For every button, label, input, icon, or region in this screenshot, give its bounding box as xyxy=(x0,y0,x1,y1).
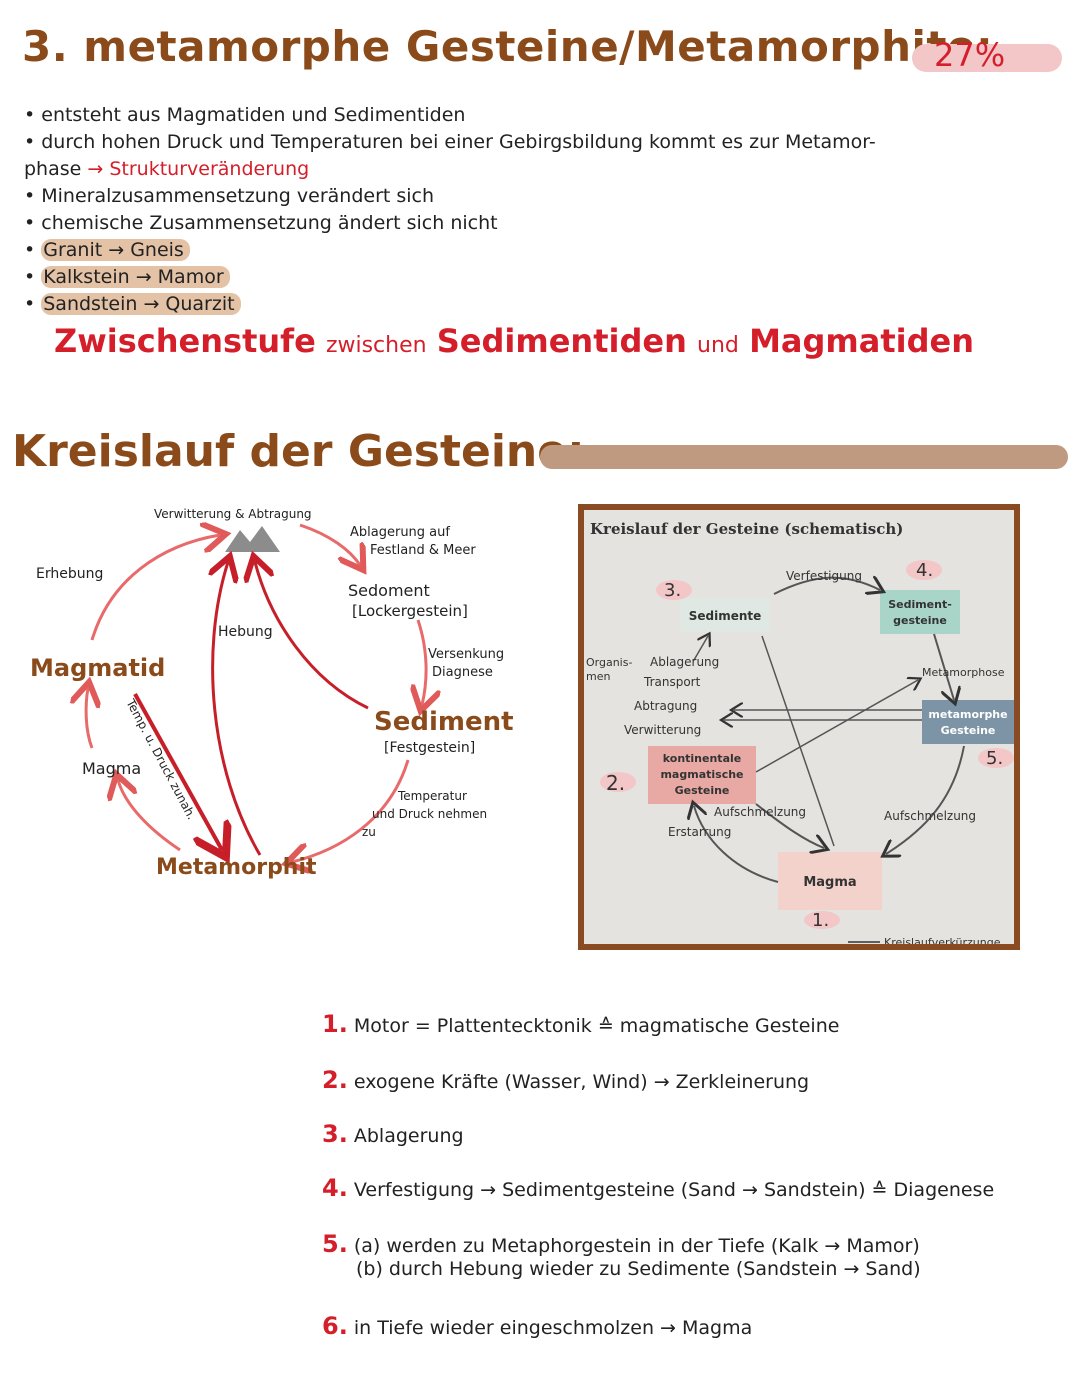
svg-text:Kreislaufverkürzunge: Kreislaufverkürzunge xyxy=(884,936,1001,944)
arrow-to-magmatid xyxy=(86,688,92,749)
box-kontinentale xyxy=(648,746,756,804)
bullet-item: phase → Strukturveränderung xyxy=(24,158,310,180)
step-item: 2. exogene Kräfte (Wasser, Wind) → Zerkl… xyxy=(322,1066,810,1094)
svg-text:men: men xyxy=(586,670,610,683)
arrow-erhebung xyxy=(90,535,220,641)
label-magma: Magma xyxy=(82,759,141,778)
svg-text:Ablagerung: Ablagerung xyxy=(650,655,719,669)
label-versenkung: Versenkung xyxy=(428,647,504,662)
arrow-sed-to-magma xyxy=(761,635,835,847)
label-diagnese: Diagnese xyxy=(432,665,493,680)
arrow-versenkung xyxy=(418,619,426,705)
bullet-item: • chemische Zusammensetzung ändert sich … xyxy=(24,212,498,234)
svg-text:magmatische: magmatische xyxy=(660,768,743,781)
bullet-item: • entsteht aus Magmatiden und Sedimentid… xyxy=(24,104,466,126)
example-item: • Granit → Gneis xyxy=(24,237,876,264)
section-title: 3. metamorphe Gesteine/Metamorphite: xyxy=(22,22,994,71)
svg-text:Aufschmelzung: Aufschmelzung xyxy=(884,809,976,823)
svg-text:Metamorphose: Metamorphose xyxy=(922,666,1005,679)
box-sedimente xyxy=(680,598,770,632)
schema-title: Kreislauf der Gesteine (schematisch) xyxy=(590,520,903,538)
mountain-icon xyxy=(225,526,280,552)
step-item: 6. in Tiefe wieder eingeschmolzen → Magm… xyxy=(322,1312,753,1340)
arrow-verfestigung xyxy=(773,578,880,594)
svg-text:Verwitterung: Verwitterung xyxy=(624,723,701,737)
label-ablagerung: Ablagerung auf xyxy=(350,525,450,540)
label-temp3: zu xyxy=(362,825,376,839)
svg-text:Abtragung: Abtragung xyxy=(634,699,697,713)
label-metamorphit: Metamorphit xyxy=(156,855,317,880)
label-festland: Festland & Meer xyxy=(370,543,476,558)
percent-badge: 27% xyxy=(912,36,1062,74)
label-top: Verwitterung & Abtragung xyxy=(154,507,312,521)
rock-cycle-diagram: Verwitterung & Abtragung Ablagerung auf … xyxy=(30,507,514,880)
box-metamorphe xyxy=(922,700,1014,744)
svg-text:Transport: Transport xyxy=(643,675,701,689)
svg-text:Aufschmelzung: Aufschmelzung xyxy=(714,805,806,819)
svg-text:metamorphe: metamorphe xyxy=(928,708,1007,721)
arrow-metamorphose xyxy=(933,633,954,700)
schematic-content: Kreislauf der Gesteine (schematisch) Sed… xyxy=(584,510,1014,944)
arrow-hebung xyxy=(213,562,262,856)
label-sedoment: Sedoment xyxy=(348,581,430,600)
label-erhebung: Erhebung xyxy=(36,566,103,582)
step-item: 3. Ablagerung xyxy=(322,1120,464,1148)
svg-text:gesteine: gesteine xyxy=(893,614,947,627)
example-item: • Sandstein → Quarzit xyxy=(24,291,876,318)
arrow-sediment-hebung xyxy=(255,562,369,710)
bullet-item: • durch hohen Druck und Temperaturen bei… xyxy=(24,131,876,153)
example-item: • Kalkstein → Mamor xyxy=(24,264,876,291)
num-4: 4. xyxy=(916,560,933,581)
arrow-konti-to-meta xyxy=(755,680,918,773)
svg-text:Sediment-: Sediment- xyxy=(888,598,952,611)
svg-text:Gesteine: Gesteine xyxy=(941,724,996,737)
label-temp1: Temperatur xyxy=(397,789,467,803)
label-sediment: Sediment xyxy=(374,707,514,737)
label-temp2: und Druck nehmen xyxy=(372,807,487,821)
structure-change-label: Strukturveränderung xyxy=(109,158,310,180)
arrow-ablag-up xyxy=(693,636,708,661)
step-item: 1. Motor = Plattentecktonik ≙ magmatisch… xyxy=(322,1010,840,1038)
arrow-to-magma xyxy=(118,780,181,852)
step-item: 5. (a) werden zu Metaphorgestein in der … xyxy=(322,1230,920,1258)
num-2: 2. xyxy=(606,771,625,795)
label-magmatid: Magmatid xyxy=(30,654,165,682)
percent-value: 27% xyxy=(934,36,1006,74)
label-festgestein: [Festgestein] xyxy=(384,740,475,756)
svg-text:Organis-: Organis- xyxy=(586,656,632,669)
svg-text:kontinentale: kontinentale xyxy=(663,752,741,765)
arrow-aufschm-right xyxy=(886,745,965,854)
arrow-aufschm-left xyxy=(755,803,824,848)
arrow-magmatid-metamorphit xyxy=(133,693,222,850)
num-3: 3. xyxy=(664,580,681,601)
svg-text:Erstarrung: Erstarrung xyxy=(668,825,731,839)
arrow-temp xyxy=(292,759,410,862)
num-5: 5. xyxy=(986,748,1003,769)
svg-text:Gesteine: Gesteine xyxy=(675,784,730,797)
box-sedimentgesteine xyxy=(880,590,960,634)
label-lockergestein: [Lockergestein] xyxy=(352,602,468,620)
arrow-erstarrung xyxy=(694,806,779,883)
svg-text:Verfestigung: Verfestigung xyxy=(786,569,862,583)
label-hebung: Hebung xyxy=(218,624,273,640)
schematic-diagram: Kreislauf der Gesteine (schematisch) Sed… xyxy=(586,520,1014,944)
cycle-title: Kreislauf der Gesteine: xyxy=(12,426,585,477)
step-item: (b) durch Hebung wieder zu Sedimente (Sa… xyxy=(356,1258,921,1280)
svg-text:Magma: Magma xyxy=(803,875,856,890)
schematic-photo: Kreislauf der Gesteine (schematisch) Sed… xyxy=(578,504,1020,950)
step-item: 4. Verfestigung → Sedimentgesteine (Sand… xyxy=(322,1174,995,1202)
arrow-ablagerung xyxy=(299,523,360,565)
intermediate-stage-note: Zwischenstufe zwischen Sedimentiden und … xyxy=(54,322,974,360)
title-highlight-bar xyxy=(540,445,1068,469)
svg-text:Sedimente: Sedimente xyxy=(689,609,762,623)
bullet-item: • Mineralzusammensetzung verändert sich xyxy=(24,185,435,207)
bullet-list: • entsteht aus Magmatiden und Sedimentid… xyxy=(24,102,876,318)
box-magma xyxy=(778,852,882,910)
num-1: 1. xyxy=(812,910,829,931)
